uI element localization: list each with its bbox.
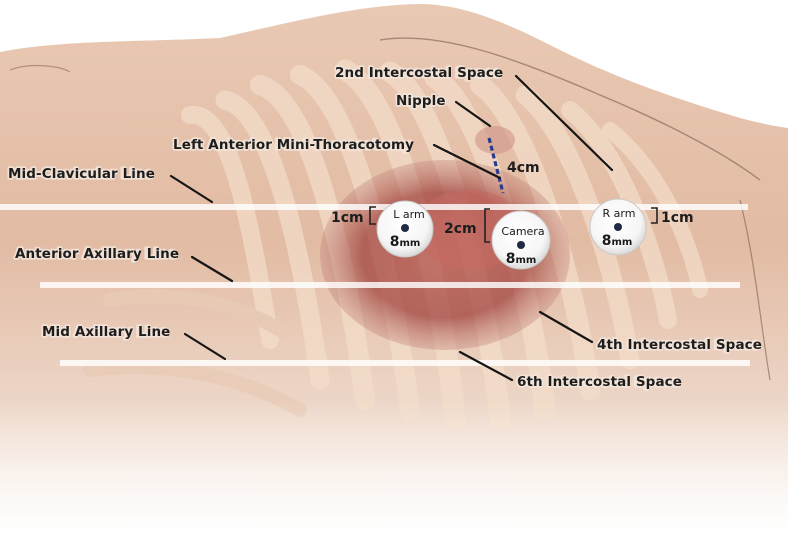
clavicle-contour	[9, 64, 71, 73]
label-nipple: Nipple	[396, 93, 446, 109]
leader-lines	[169, 74, 614, 382]
label-anterior-axillary-line: Anterior Axillary Line	[15, 246, 179, 262]
port-l-arm	[376, 200, 434, 258]
label-6th-intercostal-space: 6th Intercostal Space	[517, 374, 682, 390]
incision-line	[487, 137, 505, 194]
measure-r-arm-spacing: 1cm	[661, 210, 694, 226]
svg-text:Nipple: Nipple	[396, 93, 445, 109]
port-camera	[491, 210, 551, 270]
svg-text:Mid Axillary Line: Mid Axillary Line	[42, 324, 169, 340]
label-halos: 2nd Intercostal Space Nipple Left Anteri…	[6, 63, 761, 392]
label-mid-clavicular-line: Mid-Clavicular Line	[8, 166, 155, 182]
port-r-arm-size: 8mm	[602, 233, 633, 249]
svg-text:2nd Intercostal Space: 2nd Intercostal Space	[335, 65, 501, 81]
port-l-arm-size: 8mm	[390, 234, 421, 250]
port-l-arm-name: L arm	[393, 208, 424, 221]
measure-incision-length: 4cm	[507, 160, 540, 176]
port-camera-name: Camera	[501, 225, 544, 238]
svg-text:4th Intercostal Space: 4th Intercostal Space	[597, 337, 760, 353]
bottom-fade	[0, 400, 788, 534]
back-contour	[739, 199, 771, 381]
measure-camera-spacing: 2cm	[444, 221, 477, 237]
port-r-arm	[589, 198, 647, 256]
svg-text:Left Anterior Mini-Thoracotomy: Left Anterior Mini-Thoracotomy	[173, 137, 411, 153]
label-mid-axillary-line: Mid Axillary Line	[42, 324, 170, 340]
svg-text:6th Intercostal Space: 6th Intercostal Space	[517, 374, 680, 390]
bracket-camera	[484, 208, 490, 243]
label-4th-intercostal-space: 4th Intercostal Space	[597, 337, 762, 353]
svg-text:Mid-Clavicular Line: Mid-Clavicular Line	[8, 166, 153, 182]
label-left-anterior-mini-thoracotomy: Left Anterior Mini-Thoracotomy	[173, 137, 414, 153]
port-camera-size: 8mm	[506, 251, 537, 267]
shoulder-contour	[379, 37, 761, 181]
bracket-larm	[369, 206, 376, 225]
nipple-area	[475, 126, 515, 154]
port-r-arm-name: R arm	[603, 207, 636, 220]
bracket-rarm	[651, 207, 658, 224]
measure-l-arm-spacing: 1cm	[331, 210, 364, 226]
svg-text:Anterior Axillary Line: Anterior Axillary Line	[15, 246, 177, 262]
label-2nd-intercostal-space: 2nd Intercostal Space	[335, 65, 503, 81]
